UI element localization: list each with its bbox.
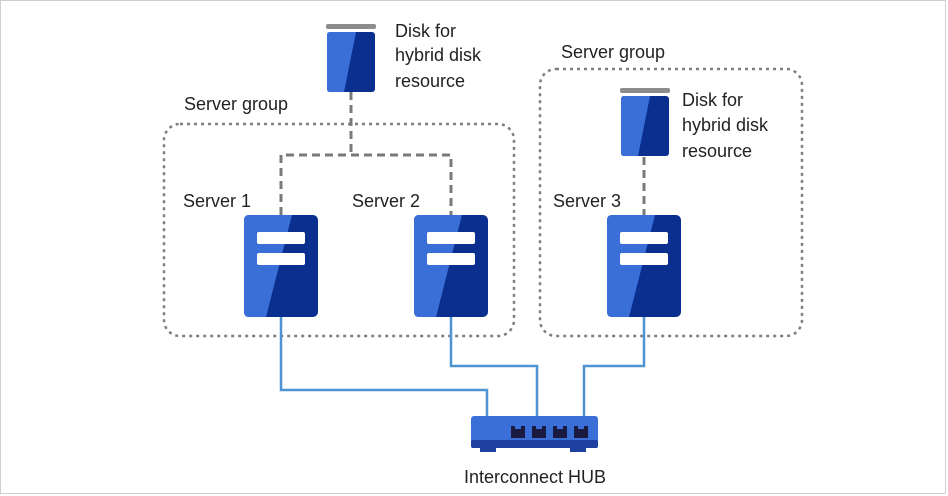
- server-group-label: Server group: [184, 94, 288, 114]
- server-icon: [244, 215, 318, 317]
- disk-label-line: Disk for: [395, 21, 456, 41]
- disk-icon: [326, 24, 376, 92]
- server-label: Server 1: [183, 191, 251, 211]
- hub-label: Interconnect HUB: [464, 467, 606, 487]
- server-group-label: Server group: [561, 42, 665, 62]
- disk-connection-lines: [279, 92, 646, 215]
- server-icon: [414, 215, 488, 317]
- server-label: Server 3: [553, 191, 621, 211]
- disk-icon: [620, 88, 670, 156]
- server-icon: [607, 215, 681, 317]
- disk-label-line: resource: [395, 71, 465, 91]
- hub-icon: [471, 416, 598, 452]
- disk-label-line: hybrid disk: [682, 115, 769, 135]
- server-group-box-1: [162, 122, 516, 338]
- disk-label-line: hybrid disk: [395, 45, 482, 65]
- server-label: Server 2: [352, 191, 420, 211]
- disk-label-line: Disk for: [682, 90, 743, 110]
- interconnect-lines: [279, 317, 646, 416]
- server-group-box-2: [538, 67, 804, 338]
- disk-label-line: resource: [682, 141, 752, 161]
